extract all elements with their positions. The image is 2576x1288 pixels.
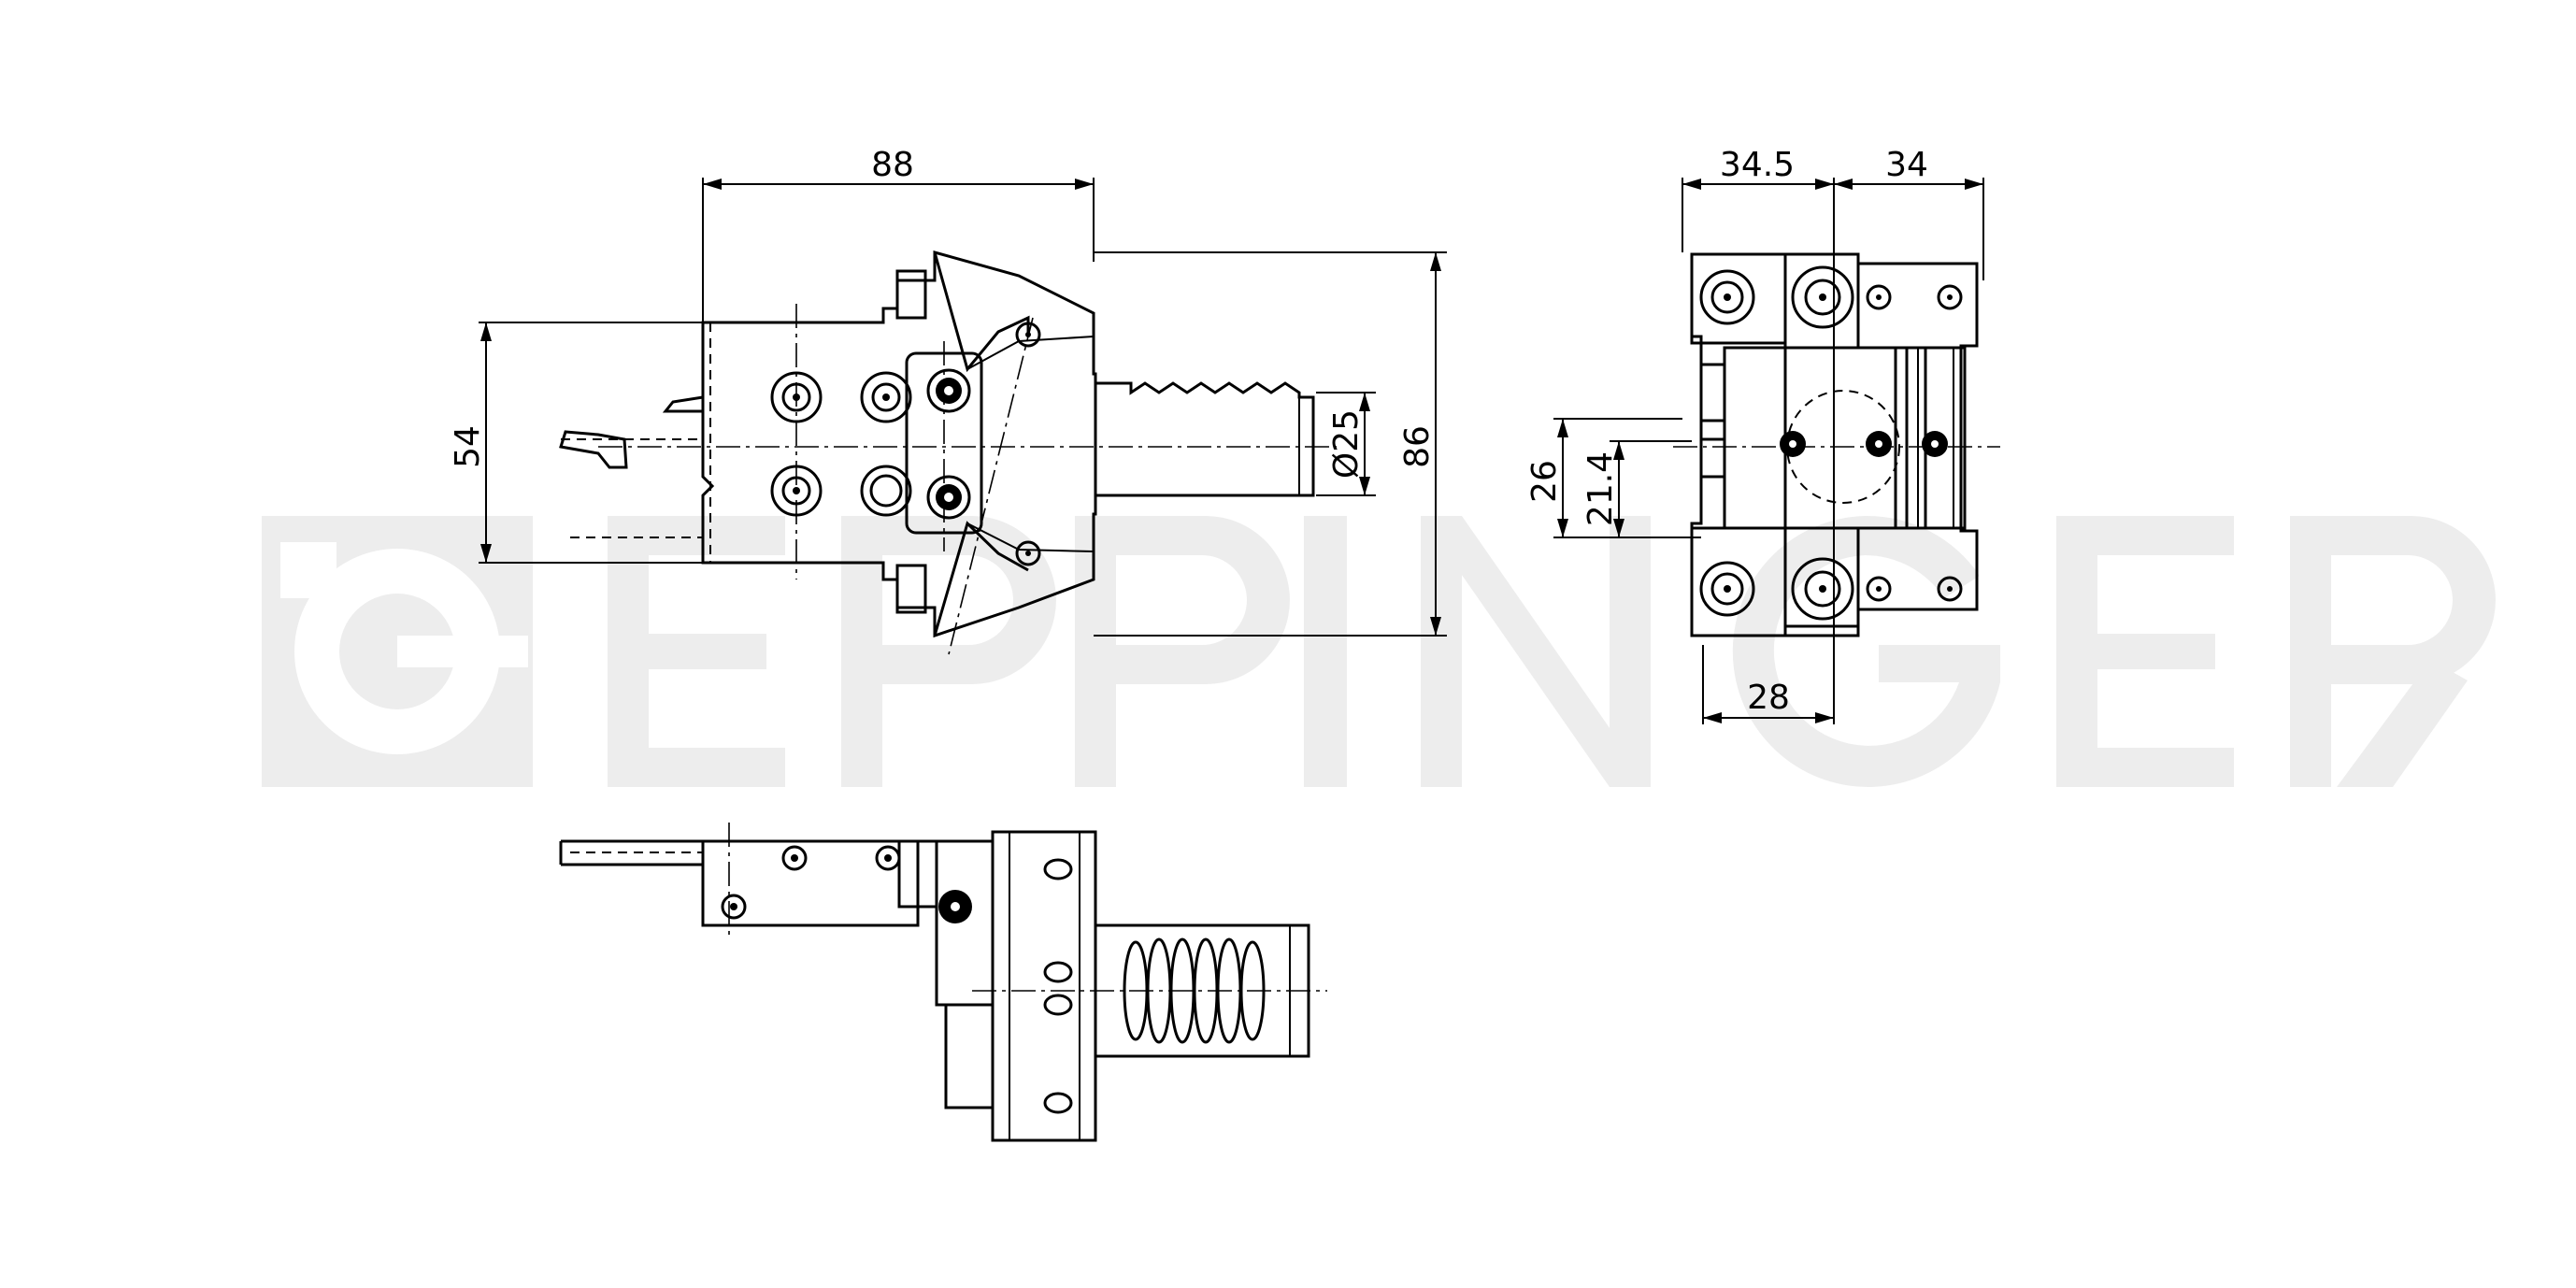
dimension-88: 88 bbox=[702, 146, 1095, 322]
dim-34-5-label: 34.5 bbox=[1720, 146, 1795, 184]
screw-icon bbox=[1699, 269, 1755, 325]
screw-icon bbox=[1699, 561, 1755, 617]
screw-icon bbox=[1780, 431, 1806, 457]
watermark-letter-r bbox=[2290, 516, 2496, 787]
watermark-letter-i bbox=[1304, 516, 1347, 787]
screw-icon bbox=[770, 465, 823, 517]
dim-25-label: Ø25 bbox=[1327, 409, 1366, 479]
dim-26-label: 26 bbox=[1525, 460, 1564, 503]
watermark-letter-p1 bbox=[841, 516, 1056, 787]
screw-icon bbox=[875, 845, 901, 871]
screw-icon bbox=[1866, 284, 1892, 310]
watermark-letter-g bbox=[1732, 515, 2000, 787]
screw-icon bbox=[721, 894, 747, 920]
screw-icon bbox=[860, 465, 912, 517]
dim-21-4-label: 21.4 bbox=[1581, 451, 1620, 526]
front-view: 88 54 86 Ø25 bbox=[449, 146, 1447, 655]
watermark-letter-n bbox=[1421, 516, 1651, 787]
screw-icon bbox=[1937, 284, 1963, 310]
dimension-28: 28 bbox=[1702, 645, 1835, 724]
screw-icon bbox=[1866, 576, 1892, 602]
screw-icon bbox=[1937, 576, 1963, 602]
screw-icon bbox=[770, 371, 823, 423]
dim-86-label: 86 bbox=[1398, 425, 1437, 468]
dim-88-label: 88 bbox=[871, 146, 914, 184]
dimension-54: 54 bbox=[449, 322, 703, 564]
screw-icon bbox=[860, 371, 912, 423]
watermark-letter-e bbox=[608, 516, 785, 787]
dim-28-label: 28 bbox=[1747, 679, 1790, 717]
watermark-letter-e2 bbox=[2056, 516, 2234, 787]
watermark-letter-p2 bbox=[1075, 516, 1290, 787]
dimension-86: 86 bbox=[1094, 251, 1447, 637]
screw-icon bbox=[781, 845, 808, 871]
screw-icon bbox=[926, 368, 971, 413]
watermark-emblem-icon bbox=[262, 516, 533, 787]
front-main-body bbox=[559, 250, 1337, 655]
top-view bbox=[559, 823, 1327, 1142]
side-view: 34.5 34 26 21.4 28 bbox=[1525, 146, 2000, 724]
dimension-26-and-21-4: 26 21.4 bbox=[1525, 418, 1701, 538]
dimension-diameter-25: Ø25 bbox=[1316, 392, 1376, 496]
screw-icon bbox=[938, 890, 972, 923]
screw-icon bbox=[1015, 540, 1041, 566]
dim-54-label: 54 bbox=[449, 425, 487, 468]
screw-icon bbox=[926, 475, 971, 520]
screw-icon bbox=[1791, 557, 1854, 621]
watermark-logo bbox=[262, 515, 2496, 787]
screw-icon bbox=[1791, 265, 1854, 329]
dim-34-label: 34 bbox=[1885, 146, 1928, 184]
screw-icon bbox=[1015, 322, 1041, 348]
screw-icon bbox=[1866, 431, 1892, 457]
screw-icon bbox=[1922, 431, 1948, 457]
